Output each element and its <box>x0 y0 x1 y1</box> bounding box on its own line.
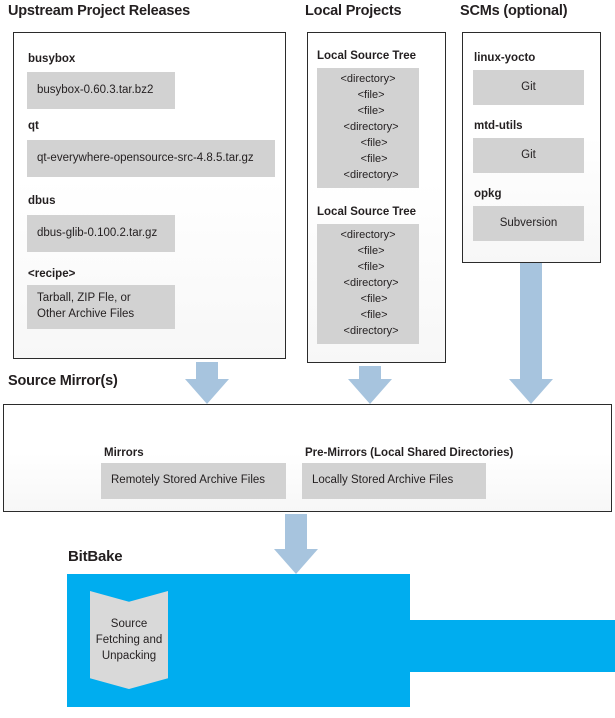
upstream-item-label-recipe: <recipe> <box>28 268 76 280</box>
local-source-tree-1: <directory> <file> <file> <directory> <f… <box>317 68 419 188</box>
scm-linux-yocto-text: Git <box>521 80 536 93</box>
scm-opkg-text: Subversion <box>499 216 558 229</box>
pre-mirrors-value-text: Locally Stored Archive Files <box>312 474 454 487</box>
section-title-scms: SCMs (optional) <box>460 3 568 19</box>
bitbake-block-arm <box>408 620 615 672</box>
arrow-scms-to-mirrors <box>502 263 560 404</box>
process-line-1: Source <box>110 617 148 630</box>
tree-1-line-1: <file> <box>351 89 385 102</box>
section-title-bitbake: BitBake <box>68 548 123 565</box>
arrow-mirrors-to-bitbake <box>267 514 325 574</box>
tree-1-line-2: <file> <box>351 105 385 118</box>
arrow-local-projects-to-mirrors <box>341 366 399 404</box>
upstream-qt-text: qt-everywhere-opensource-src-4.8.5.tar.g… <box>37 151 254 164</box>
upstream-item-value-recipe: Tarball, ZIP Fle, or Other Archive Files <box>27 285 175 329</box>
tree-2-line-1: <file> <box>351 245 385 258</box>
tree-1-line-4: <file> <box>348 136 388 149</box>
process-line-2: Fetching and <box>95 633 163 646</box>
upstream-item-label-dbus: dbus <box>28 195 56 207</box>
local-tree-label-2: Local Source Tree <box>317 206 417 218</box>
tree-1-line-5: <file> <box>348 152 388 165</box>
tree-1-line-0: <directory> <box>340 73 396 86</box>
upstream-recipe-line1: Tarball, ZIP Fle, or <box>37 292 131 305</box>
pre-mirrors-value-box: Locally Stored Archive Files <box>302 463 486 499</box>
mirrors-value-box: Remotely Stored Archive Files <box>101 463 286 499</box>
scm-item-label-opkg: opkg <box>474 188 502 200</box>
scm-item-value-mtd-utils: Git <box>473 138 584 173</box>
scm-item-value-linux-yocto: Git <box>473 70 584 105</box>
tree-2-line-2: <file> <box>351 261 385 274</box>
upstream-item-label-busybox: busybox <box>28 53 76 65</box>
tree-1-line-6: <directory> <box>337 168 399 181</box>
source-fetching-and-unpacking-box: Source Fetching and Unpacking <box>90 591 168 689</box>
upstream-busybox-text: busybox-0.60.3.tar.bz2 <box>37 83 154 96</box>
scm-item-value-opkg: Subversion <box>473 206 584 241</box>
local-tree-label-1: Local Source Tree <box>317 50 417 62</box>
mirrors-value-text: Remotely Stored Archive Files <box>111 474 266 487</box>
tree-2-line-3: <directory> <box>337 277 399 290</box>
arrow-upstream-to-mirrors <box>178 362 236 404</box>
local-source-tree-2: <directory> <file> <file> <directory> <f… <box>317 224 419 344</box>
upstream-item-value-dbus: dbus-glib-0.100.2.tar.gz <box>27 215 175 252</box>
section-title-source-mirrors: Source Mirror(s) <box>8 373 118 389</box>
upstream-item-value-busybox: busybox-0.60.3.tar.bz2 <box>27 72 175 109</box>
section-title-upstream: Upstream Project Releases <box>8 3 190 19</box>
process-line-3: Unpacking <box>101 650 157 663</box>
section-title-local-projects: Local Projects <box>305 3 402 19</box>
tree-2-line-0: <directory> <box>340 229 396 242</box>
tree-2-line-6: <directory> <box>337 324 399 337</box>
upstream-dbus-text: dbus-glib-0.100.2.tar.gz <box>37 226 158 239</box>
mirrors-label: Mirrors <box>104 447 144 459</box>
source-fetching-text: Source Fetching and Unpacking <box>96 616 163 665</box>
upstream-item-value-qt: qt-everywhere-opensource-src-4.8.5.tar.g… <box>27 140 275 177</box>
scm-mtd-utils-text: Git <box>521 148 536 161</box>
pre-mirrors-label: Pre-Mirrors (Local Shared Directories) <box>305 447 514 459</box>
tree-2-line-5: <file> <box>348 308 388 321</box>
upstream-recipe-text: Tarball, ZIP Fle, or Other Archive Files <box>27 291 144 322</box>
tree-1-line-3: <directory> <box>337 121 399 134</box>
tree-2-line-4: <file> <box>348 292 388 305</box>
upstream-recipe-line2: Other Archive Files <box>37 308 135 320</box>
scm-item-label-linux-yocto: linux-yocto <box>474 52 536 64</box>
upstream-item-label-qt: qt <box>28 120 39 132</box>
scm-item-label-mtd-utils: mtd-utils <box>474 120 523 132</box>
